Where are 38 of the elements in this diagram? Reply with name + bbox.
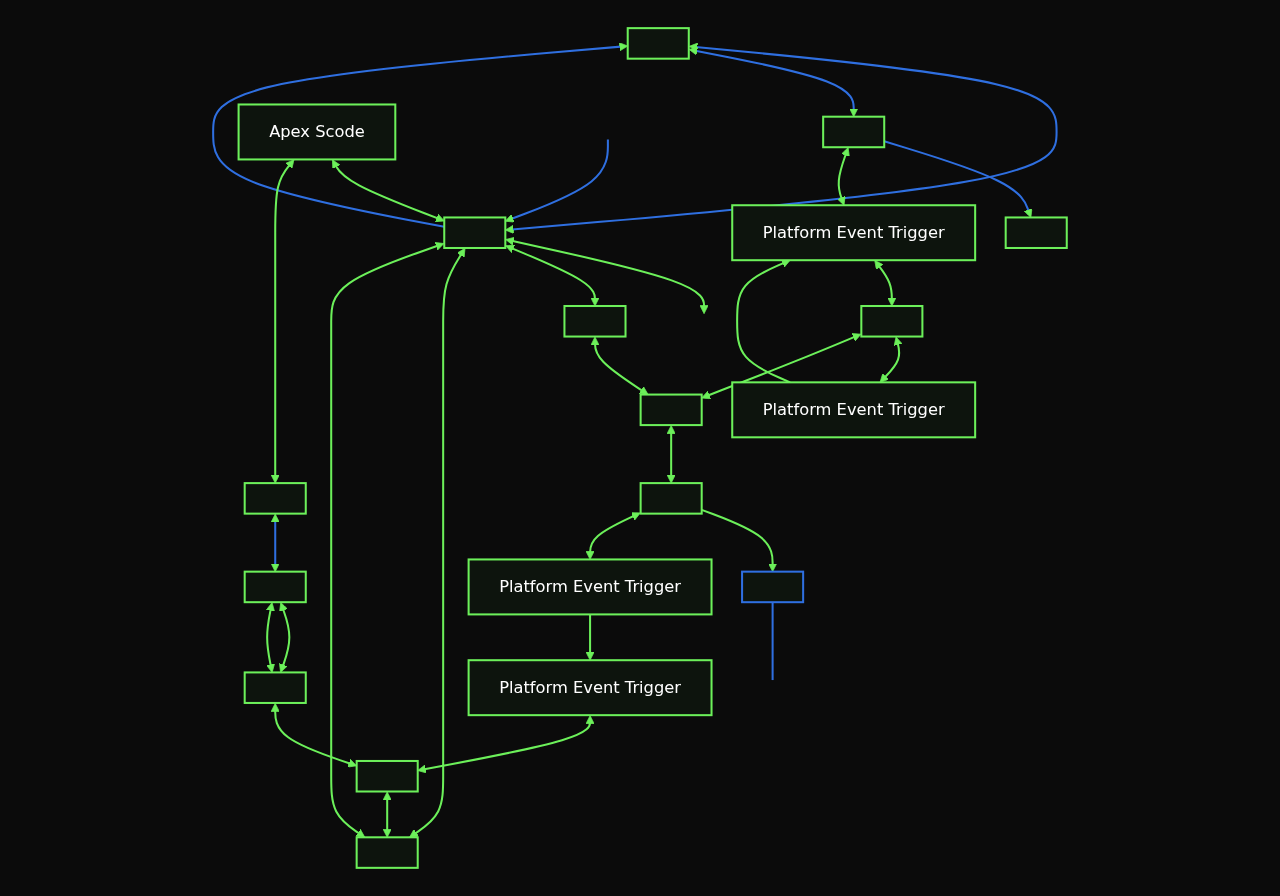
process-box <box>243 671 307 704</box>
process-box <box>355 759 419 793</box>
arrow <box>330 242 445 838</box>
arrow <box>417 715 595 774</box>
arrow <box>879 336 903 383</box>
arrow <box>332 159 445 223</box>
arrow <box>701 333 862 400</box>
process-box <box>639 393 703 427</box>
trigger-box: Platform Event Trigger <box>731 204 977 262</box>
arrow <box>382 791 392 838</box>
trigger-box: Platform Event Trigger <box>467 659 713 717</box>
arrow <box>266 602 275 673</box>
arrow <box>666 425 676 484</box>
connector-line <box>771 602 774 681</box>
trigger-box: Apex Scode <box>237 103 397 161</box>
process-box <box>1004 216 1068 249</box>
arrow <box>874 260 897 307</box>
process-box <box>563 305 627 338</box>
arrow <box>837 147 850 206</box>
arrow <box>505 236 709 315</box>
arrow <box>505 244 600 307</box>
arrow <box>279 602 291 673</box>
arrow <box>590 336 649 395</box>
trigger-box: Platform Event Trigger <box>467 558 713 616</box>
process-box <box>243 482 307 515</box>
process-box <box>639 482 703 515</box>
arrow <box>585 512 641 560</box>
process-box <box>626 27 690 60</box>
process-box <box>243 570 307 604</box>
arrow <box>409 247 466 838</box>
process-box <box>860 305 924 338</box>
process-box <box>355 836 419 869</box>
arrow <box>270 159 295 484</box>
trigger-box: Platform Event Trigger <box>731 381 977 439</box>
arrow <box>585 614 595 661</box>
process-box <box>741 570 805 604</box>
process-box <box>443 216 507 249</box>
process-box <box>822 115 886 149</box>
